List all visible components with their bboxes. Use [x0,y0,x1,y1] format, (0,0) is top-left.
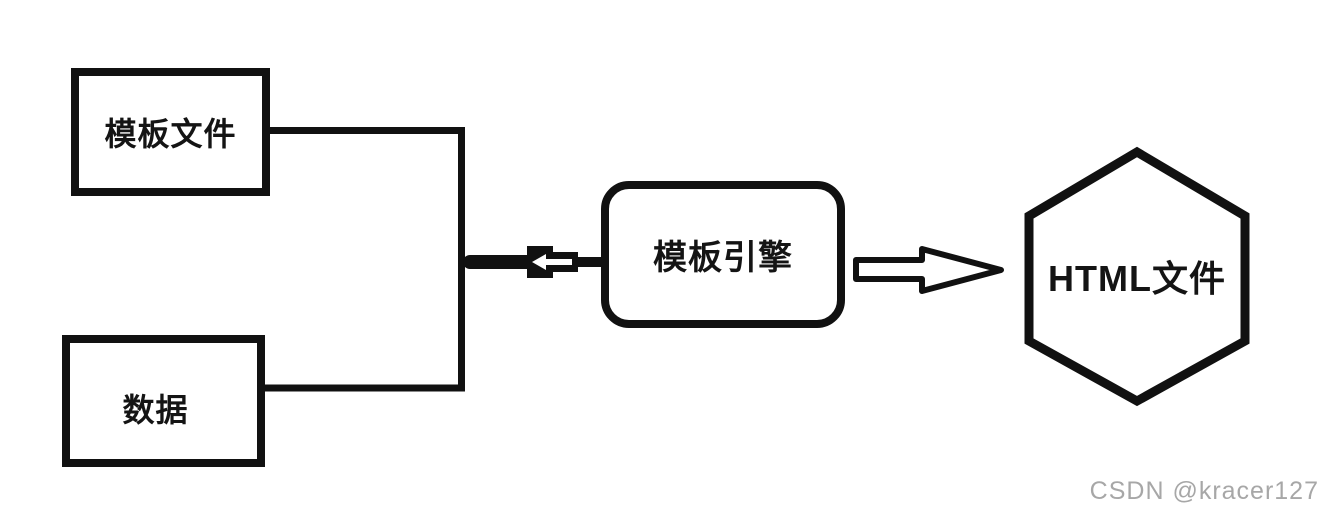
node-html-file-label: HTML文件 [1048,258,1226,299]
node-data: 数据 [62,335,265,467]
node-template-file: 模板文件 [71,68,270,196]
node-template-engine-label: 模板引擎 [653,239,793,277]
hexagon-shape [1024,146,1250,407]
solid-arrow-right-icon [463,246,604,278]
watermark: CSDN @kracer127 [1089,477,1319,505]
node-template-file-label: 模板文件 [104,116,237,152]
hollow-arrow-right-icon [853,246,1004,294]
node-html-file: HTML文件 [1029,213,1245,339]
node-template-engine: 模板引擎 [601,181,845,328]
node-data-label: 数据 [122,392,189,428]
